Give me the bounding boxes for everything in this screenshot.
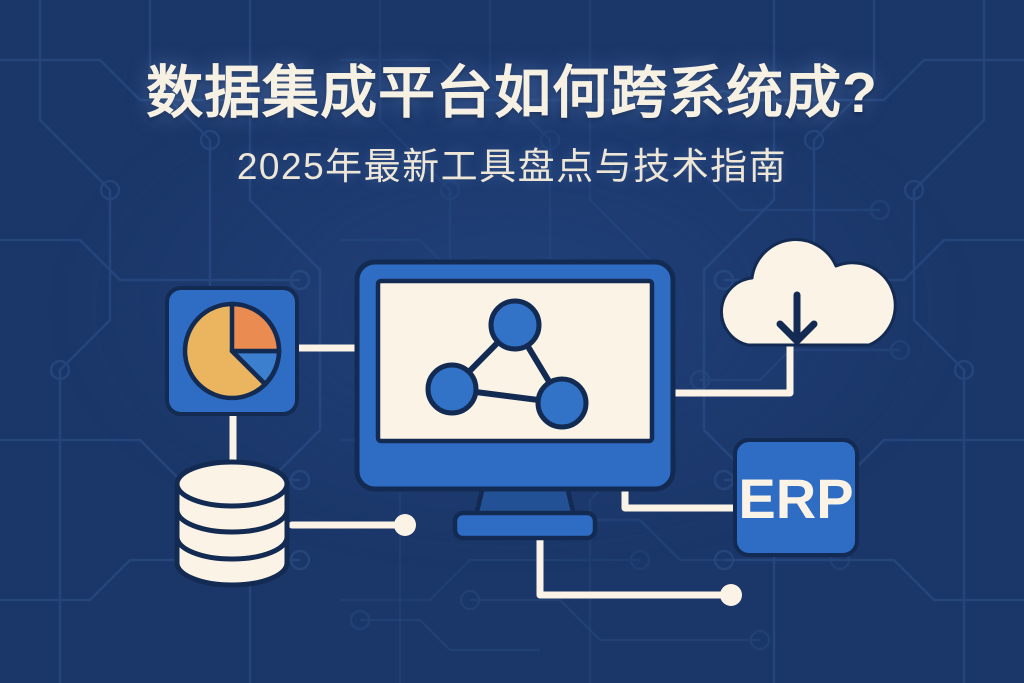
database-ring-2 <box>174 536 290 562</box>
graph-node-left <box>425 362 479 416</box>
download-arrow-icon <box>776 291 818 345</box>
graph-node-right <box>535 376 589 430</box>
monitor-stand-base <box>452 510 598 541</box>
endpoint-dot-left <box>394 514 416 536</box>
cloud-download-icon[interactable] <box>720 238 897 347</box>
headline-block: 数据集成平台如何跨系统成? 2025年最新工具盘点与技术指南 <box>0 61 1024 188</box>
monitor-network-graph[interactable] <box>354 259 676 541</box>
pie-chart-card[interactable] <box>165 286 299 416</box>
cloud-shape <box>720 238 897 347</box>
page-title: 数据集成平台如何跨系统成? <box>146 61 878 125</box>
connector-monitor-to-endpoint <box>536 534 729 599</box>
endpoint-dot-bottom <box>720 584 742 606</box>
database-icon[interactable] <box>174 459 290 588</box>
erp-box-bg <box>733 438 859 557</box>
database-ring-1 <box>174 509 290 535</box>
database-top <box>174 459 290 509</box>
erp-box-icon[interactable]: ERP <box>733 438 859 557</box>
graph-node-top <box>488 298 542 352</box>
page-subtitle: 2025年最新工具盘点与技术指南 <box>236 145 788 187</box>
pie-chart-icon <box>182 301 282 401</box>
connector-monitor-to-cloud <box>668 341 794 397</box>
erp-label: ERP <box>738 467 853 530</box>
connector-monitor-to-erp <box>621 481 739 512</box>
network-graph-icon <box>425 298 589 430</box>
